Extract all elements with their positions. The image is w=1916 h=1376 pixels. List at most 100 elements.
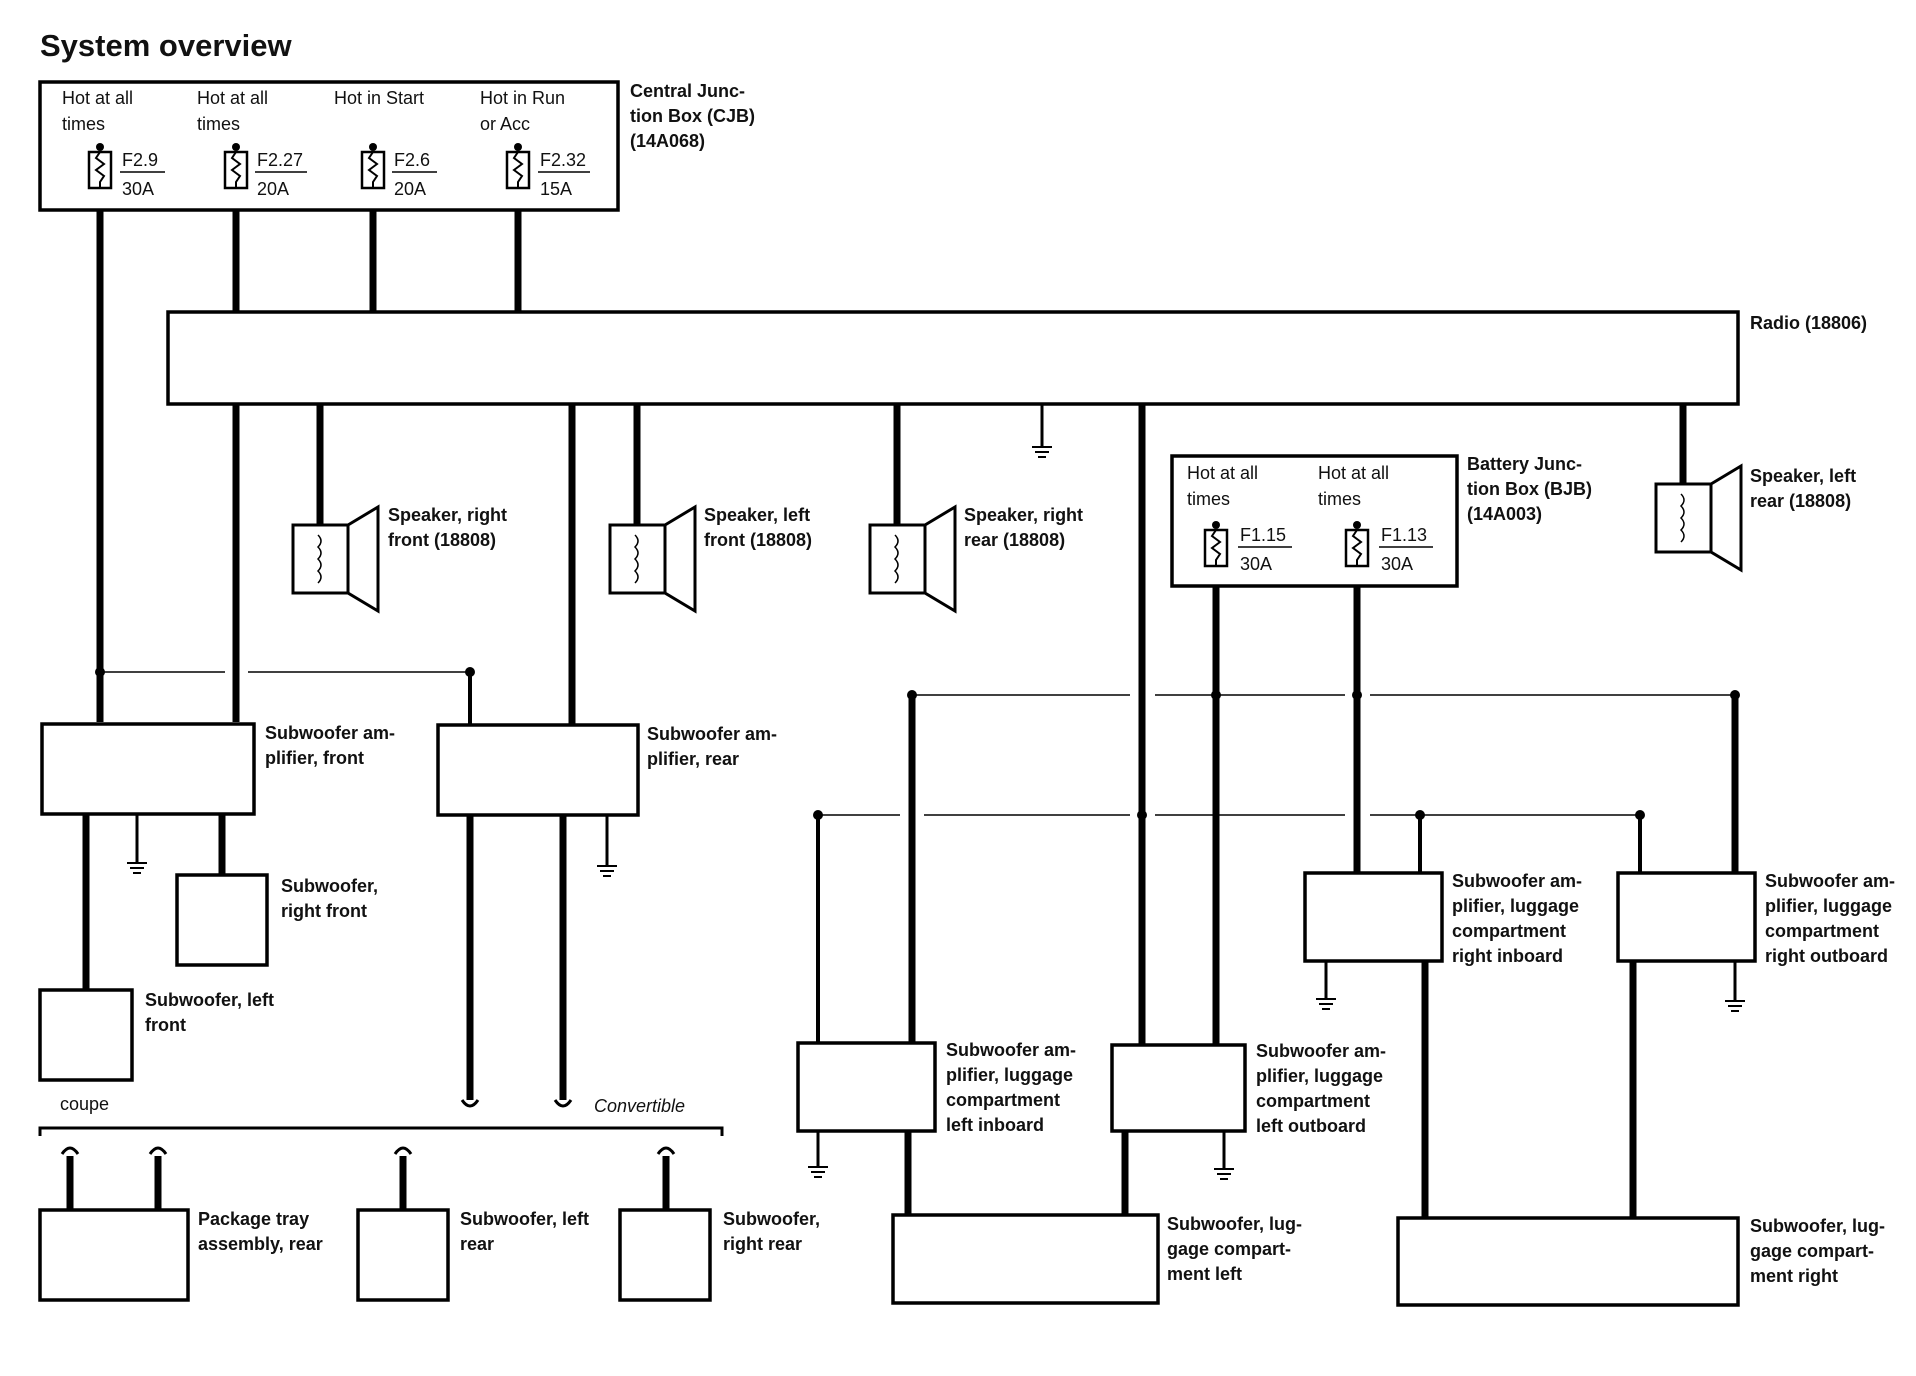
- fuse-hot-label: times: [62, 114, 105, 134]
- amp-label: compartment: [946, 1090, 1060, 1110]
- subwoofer-right-front: Subwoofer, right front: [175, 873, 378, 967]
- subwoofer-label: Package tray: [198, 1209, 309, 1229]
- fuse-hot-label: Hot in Start: [334, 88, 424, 108]
- subwoofer-right-rear: Subwoofer, right rear: [618, 1208, 820, 1302]
- subwoofer-amplifier-luggage-left-inboard: Subwoofer am- plifier, luggage compartme…: [796, 1040, 1076, 1135]
- amp-label: plifier, luggage: [1765, 896, 1892, 916]
- subwoofer-label: Subwoofer, left: [460, 1209, 589, 1229]
- amp-label: Subwoofer am-: [647, 724, 777, 744]
- subwoofer-amplifier-front: Subwoofer am- plifier, front: [40, 722, 395, 816]
- speaker-icon: [608, 504, 697, 614]
- subwoofer-amplifier-luggage-left-outboard: Subwoofer am- plifier, luggage compartme…: [1110, 1041, 1386, 1136]
- ground-icon: [1725, 1000, 1745, 1012]
- radio-label: Radio (18806): [1750, 313, 1867, 333]
- fuse-hot-label: times: [1187, 489, 1230, 509]
- speaker-icon: [868, 504, 957, 614]
- speaker-label: Speaker, left: [1750, 466, 1856, 486]
- fuse-f2-27: Hot at all times F2.27 20A: [197, 88, 307, 199]
- fuse-rating: 30A: [122, 179, 154, 199]
- fuse-rating: 30A: [1381, 554, 1413, 574]
- amp-label: Subwoofer am-: [1256, 1041, 1386, 1061]
- bjb-label-1: Battery Junc-: [1467, 454, 1582, 474]
- speaker-right-rear: Speaker, right rear (18808): [868, 504, 1083, 614]
- fuse-rating: 30A: [1240, 554, 1272, 574]
- ground-icon: [808, 1166, 828, 1178]
- fuse-hot-label: times: [1318, 489, 1361, 509]
- speaker-label: front (18808): [704, 530, 812, 550]
- subwoofer-label: Subwoofer, lug-: [1167, 1214, 1302, 1234]
- subwoofer-label: right rear: [723, 1234, 802, 1254]
- fuse-id: F2.27: [257, 150, 303, 170]
- fuse-id: F2.9: [122, 150, 158, 170]
- subwoofer-amplifier-rear: Subwoofer am- plifier, rear: [436, 723, 777, 817]
- fuse-hot-label: Hot in Run: [480, 88, 565, 108]
- amp-label: Subwoofer am-: [1765, 871, 1895, 891]
- amp-label: plifier, luggage: [1452, 896, 1579, 916]
- fuse-hot-label: Hot at all: [1318, 463, 1389, 483]
- fuse-rating: 20A: [257, 179, 289, 199]
- package-tray-assembly-rear: Package tray assembly, rear: [38, 1208, 323, 1302]
- speaker-label: front (18808): [388, 530, 496, 550]
- subwoofer-left-rear: Subwoofer, left rear: [356, 1208, 589, 1302]
- coupe-label: coupe: [60, 1094, 109, 1114]
- amp-label: compartment: [1452, 921, 1566, 941]
- ground-icon: [1316, 998, 1336, 1010]
- amp-label: right inboard: [1452, 946, 1563, 966]
- amp-label: plifier, rear: [647, 749, 739, 769]
- amp-label: compartment: [1765, 921, 1879, 941]
- speaker-label: Speaker, right: [964, 505, 1083, 525]
- fuse-f1-13: Hot at all times F1.13 30A: [1318, 463, 1433, 574]
- speaker-left-rear: Speaker, left rear (18808): [1654, 463, 1856, 573]
- subwoofer-label: gage compart-: [1750, 1241, 1874, 1261]
- subwoofer-label: assembly, rear: [198, 1234, 323, 1254]
- speaker-label: rear (18808): [1750, 491, 1851, 511]
- ground-icon: [1032, 446, 1052, 458]
- amp-label: plifier, front: [265, 748, 364, 768]
- amp-label: right outboard: [1765, 946, 1888, 966]
- subwoofer-label: Subwoofer,: [281, 876, 378, 896]
- fuse-id: F2.6: [394, 150, 430, 170]
- fuse-id: F1.15: [1240, 525, 1286, 545]
- radio: Radio (18806): [166, 310, 1867, 406]
- fuse-id: F1.13: [1381, 525, 1427, 545]
- fuse-rating: 20A: [394, 179, 426, 199]
- battery-junction-box: Battery Junc- tion Box (BJB) (14A003) Ho…: [1170, 454, 1592, 588]
- fuse-hot-label: Hot at all: [62, 88, 133, 108]
- subwoofer-label: front: [145, 1015, 186, 1035]
- cjb-label-1: Central Junc-: [630, 81, 745, 101]
- amp-label: plifier, luggage: [1256, 1066, 1383, 1086]
- fuse-hot-label: Hot at all: [1187, 463, 1258, 483]
- cjb-label-3: (14A068): [630, 131, 705, 151]
- fuse-f2-6: Hot in Start F2.6 20A: [334, 88, 437, 199]
- amp-label: compartment: [1256, 1091, 1370, 1111]
- amp-label: Subwoofer am-: [265, 723, 395, 743]
- convertible-label: Convertible: [594, 1096, 685, 1116]
- fuse-id: F2.32: [540, 150, 586, 170]
- cjb-label-2: tion Box (CJB): [630, 106, 755, 126]
- subwoofer-label: right front: [281, 901, 367, 921]
- amp-label: left inboard: [946, 1115, 1044, 1135]
- subwoofer-amplifier-luggage-right-outboard: Subwoofer am- plifier, luggage compartme…: [1616, 871, 1895, 966]
- subwoofer-label: Subwoofer, left: [145, 990, 274, 1010]
- amp-label: plifier, luggage: [946, 1065, 1073, 1085]
- amp-label: Subwoofer am-: [946, 1040, 1076, 1060]
- fuse-f1-15: Hot at all times F1.15 30A: [1187, 463, 1292, 574]
- amp-label: Subwoofer am-: [1452, 871, 1582, 891]
- speaker-label: Speaker, right: [388, 505, 507, 525]
- speaker-right-front: Speaker, right front (18808): [291, 504, 507, 614]
- fuse-f2-32: Hot in Run or Acc F2.32 15A: [480, 88, 590, 199]
- speaker-label: Speaker, left: [704, 505, 810, 525]
- speaker-icon: [1654, 463, 1743, 573]
- fuse-rating: 15A: [540, 179, 572, 199]
- bjb-label-3: (14A003): [1467, 504, 1542, 524]
- subwoofer-label: ment left: [1167, 1264, 1242, 1284]
- fuse-hot-label: times: [197, 114, 240, 134]
- subwoofer-label: ment right: [1750, 1266, 1838, 1286]
- signal-lines: [95, 667, 1740, 820]
- central-junction-box: Central Junc- tion Box (CJB) (14A068) Ho…: [38, 80, 755, 212]
- subwoofer-amplifier-luggage-right-inboard: Subwoofer am- plifier, luggage compartme…: [1303, 871, 1582, 966]
- subwoofer-label: Subwoofer,: [723, 1209, 820, 1229]
- fuse-hot-label: Hot at all: [197, 88, 268, 108]
- ground-icon: [127, 862, 147, 874]
